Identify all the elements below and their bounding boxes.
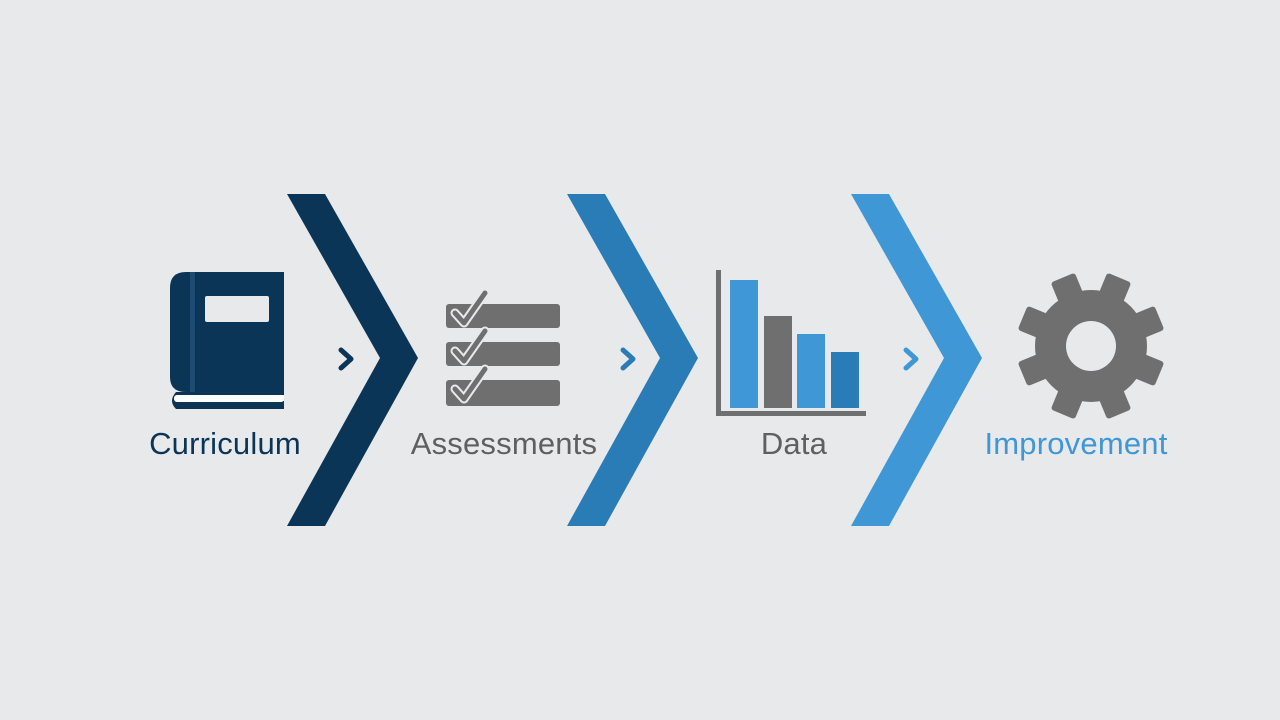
chevron-curriculum-to-assessments (287, 194, 418, 526)
chevron-data-to-improvement (851, 194, 982, 526)
book-icon (170, 272, 284, 409)
checklist-icon (446, 288, 560, 406)
small-chevron-icon (338, 347, 354, 371)
bar-chart-icon (716, 270, 866, 416)
bar-3 (797, 334, 825, 408)
bar-4 (831, 352, 859, 408)
step-label-curriculum: Curriculum (149, 426, 301, 461)
chevron-assessments-to-data (567, 194, 698, 526)
small-chevron-icon (903, 347, 919, 371)
bar-1 (730, 280, 758, 408)
step-label-improvement: Improvement (984, 426, 1168, 461)
gear-hole (1066, 321, 1116, 371)
bar-2 (764, 316, 792, 408)
step-label-assessments: Assessments (410, 426, 598, 461)
small-chevron-icon (620, 347, 636, 371)
gear-icon (1018, 273, 1164, 419)
step-label-data: Data (760, 426, 828, 461)
